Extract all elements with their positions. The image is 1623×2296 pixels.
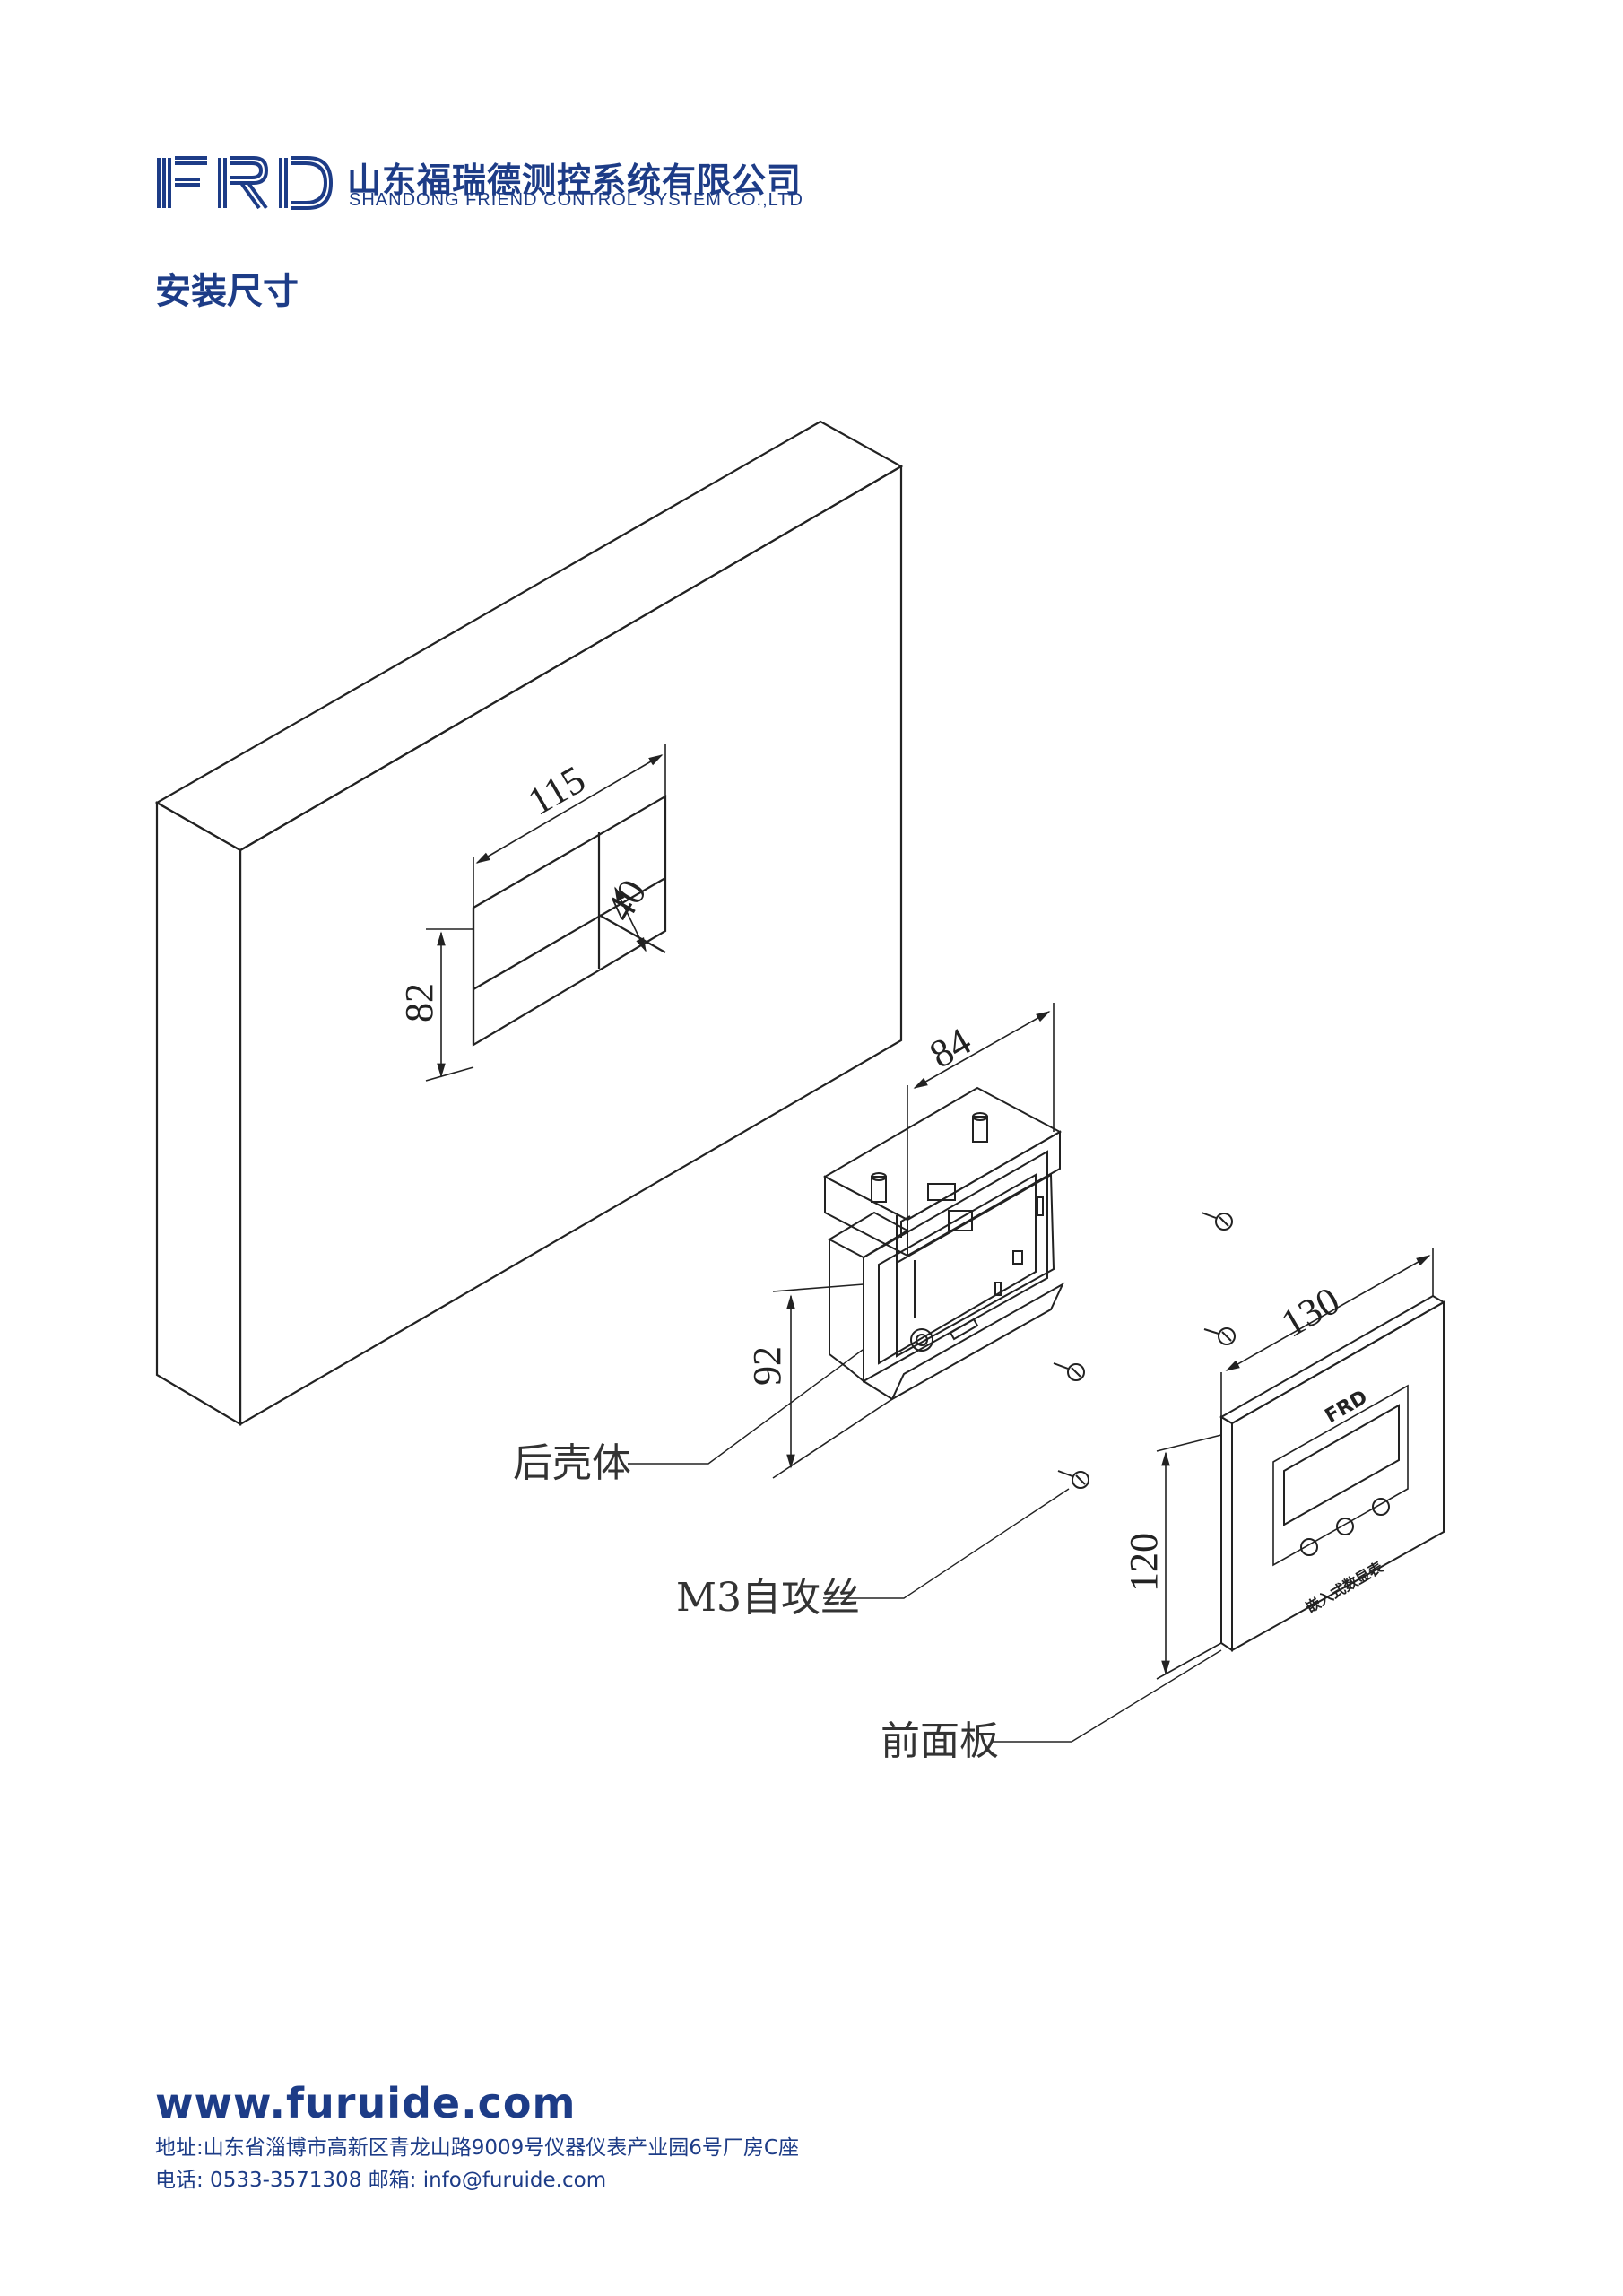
screw-1	[1201, 1212, 1233, 1231]
callout-screw: M3自攻丝	[676, 1575, 860, 1621]
section-title: 安装尺寸	[155, 271, 299, 312]
wall-panel	[154, 420, 904, 1426]
cutout-dims	[425, 744, 666, 1082]
company-contact: 电话: 0533-3571308 邮箱: info@furuide.com	[155, 2169, 607, 2192]
frd-logo	[157, 156, 334, 210]
company-header: 山东福瑞德测控系统有限公司 SHANDONG FRIEND CONTROL SY…	[155, 154, 962, 217]
screw-2	[1203, 1327, 1236, 1345]
callout-rear-shell: 后壳体	[513, 1440, 631, 1486]
rear-shell-dims	[772, 1003, 1055, 1479]
callout-front-panel: 前面板	[881, 1718, 999, 1764]
rear-shell	[822, 1086, 1065, 1402]
front-panel-dims	[1156, 1248, 1434, 1680]
dim-cutout-height: 82	[397, 983, 441, 1022]
screw-3	[1053, 1362, 1085, 1381]
company-name-en: SHANDONG FRIEND CONTROL SYSTEM CO.,LTD	[349, 190, 803, 210]
company-name-cn: 山东福瑞德测控系统有限公司	[347, 161, 803, 200]
dim-cutout-width: 115	[521, 757, 593, 824]
dim-rear-height: 92	[745, 1346, 789, 1386]
company-address: 地址:山东省淄博市高新区青龙山路9009号仪器仪表产业园6号厂房C座	[155, 2136, 799, 2160]
front-panel-label: 嵌入式数显表	[1303, 1558, 1387, 1616]
screw-4	[1057, 1470, 1089, 1489]
dim-rear-depth: 84	[923, 1019, 979, 1076]
dim-panel-width: 130	[1274, 1278, 1348, 1345]
callout-leaders	[628, 1349, 1222, 1743]
installation-drawing: 115 40 82	[0, 386, 1623, 1857]
website-url[interactable]: www.furuide.com	[155, 2079, 577, 2127]
front-panel-logo: FRD	[1322, 1386, 1372, 1428]
dim-panel-height: 120	[1122, 1533, 1166, 1592]
exploded-view-svg: 115 40 82	[154, 420, 1445, 1764]
m3-screws	[1053, 1212, 1236, 1489]
